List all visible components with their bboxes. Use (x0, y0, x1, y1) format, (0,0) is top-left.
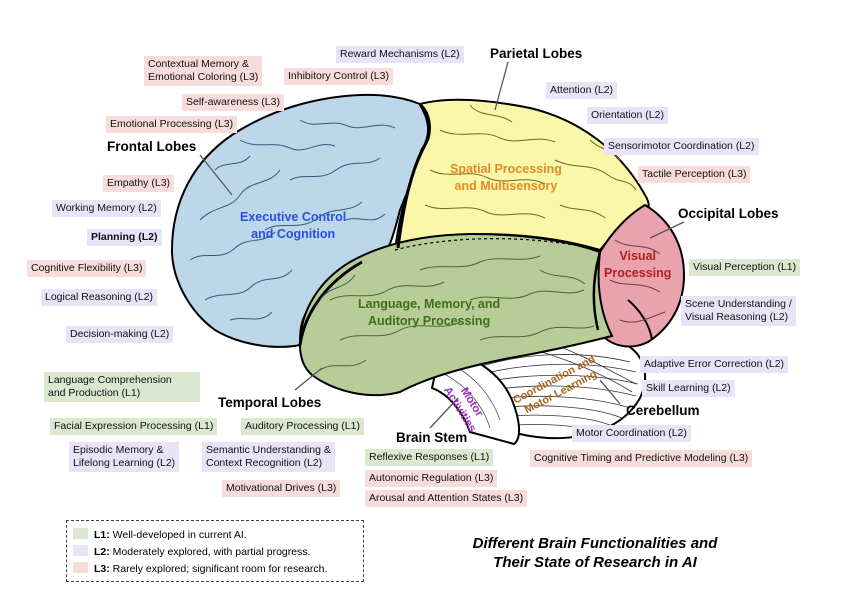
cerebellum-label: Cerebellum (626, 403, 700, 418)
occipital-lobes-label: Occipital Lobes (678, 206, 779, 221)
func-inhibitory-control: Inhibitory Control (L3) (284, 68, 393, 85)
temporal-lobe-shape (298, 232, 614, 397)
func-cognitive-flexibility: Cognitive Flexibility (L3) (27, 260, 147, 277)
func-planning: Planning (L2) (87, 229, 162, 246)
func-visual-perception: Visual Perception (L1) (689, 259, 801, 276)
leader-lines (199, 61, 685, 429)
func-adaptive-error-correction: Adaptive Error Correction (L2) (640, 356, 789, 373)
func-logical-reasoning: Logical Reasoning (L2) (41, 289, 157, 306)
temporal-lobes-label: Temporal Lobes (218, 395, 322, 410)
func-arousal-attention: Arousal and Attention States (L3) (365, 490, 528, 507)
func-reward-mechanisms: Reward Mechanisms (L2) (336, 46, 464, 63)
func-autonomic-regulation: Autonomic Regulation (L3) (365, 470, 498, 487)
func-orientation: Orientation (L2) (587, 107, 668, 124)
parietal-lobes-label: Parietal Lobes (490, 46, 583, 61)
func-skill-learning: Skill Learning (L2) (642, 380, 735, 397)
func-sensorimotor: Sensorimotor Coordination (L2) (604, 138, 759, 155)
legend-l3-swatch (73, 562, 88, 573)
func-empathy: Empathy (L3) (103, 175, 175, 192)
occipital-gyri (609, 239, 666, 323)
func-contextual-memory: Contextual Memory &Emotional Coloring (L… (144, 56, 263, 86)
func-episodic-memory: Episodic Memory &Lifelong Learning (L2) (69, 442, 180, 472)
func-scene-understanding: Scene Understanding /Visual Reasoning (L… (681, 296, 796, 326)
legend-l3: L3: Rarely explored; significant room fo… (73, 562, 327, 576)
func-decision-making: Decision-making (L2) (66, 326, 174, 343)
legend: L1: Well-developed in current AI. L2: Mo… (66, 520, 364, 582)
func-cognitive-timing: Cognitive Timing and Predictive Modeling… (530, 450, 753, 467)
func-self-awareness: Self-awareness (L3) (182, 94, 284, 111)
func-reflexive-responses: Reflexive Responses (L1) (365, 449, 494, 466)
func-semantic-understanding: Semantic Understanding &Context Recognit… (202, 442, 335, 472)
frontal-gyri (189, 119, 396, 321)
cerebellum-folds (467, 339, 639, 433)
func-attention: Attention (L2) (546, 82, 618, 99)
legend-l1-swatch (73, 528, 88, 539)
func-auditory-processing: Auditory Processing (L1) (241, 418, 364, 435)
frontal-lobes-label: Frontal Lobes (107, 139, 197, 154)
func-emotional-processing: Emotional Processing (L3) (106, 116, 238, 133)
legend-l2-swatch (73, 545, 88, 556)
func-motor-coordination: Motor Coordination (L2) (572, 425, 691, 442)
temporal-gyri (319, 255, 595, 371)
func-working-memory: Working Memory (L2) (52, 200, 161, 217)
legend-l1: L1: Well-developed in current AI. (73, 528, 247, 542)
func-facial-expression: Facial Expression Processing (L1) (50, 418, 218, 435)
func-motivational-drives: Motivational Drives (L3) (222, 480, 341, 497)
brainstem-label: Brain Stem (396, 430, 468, 445)
legend-l2: L2: Moderately explored, with partial pr… (73, 545, 311, 559)
func-tactile-perception: Tactile Perception (L3) (638, 166, 751, 183)
parietal-gyri (424, 104, 637, 219)
